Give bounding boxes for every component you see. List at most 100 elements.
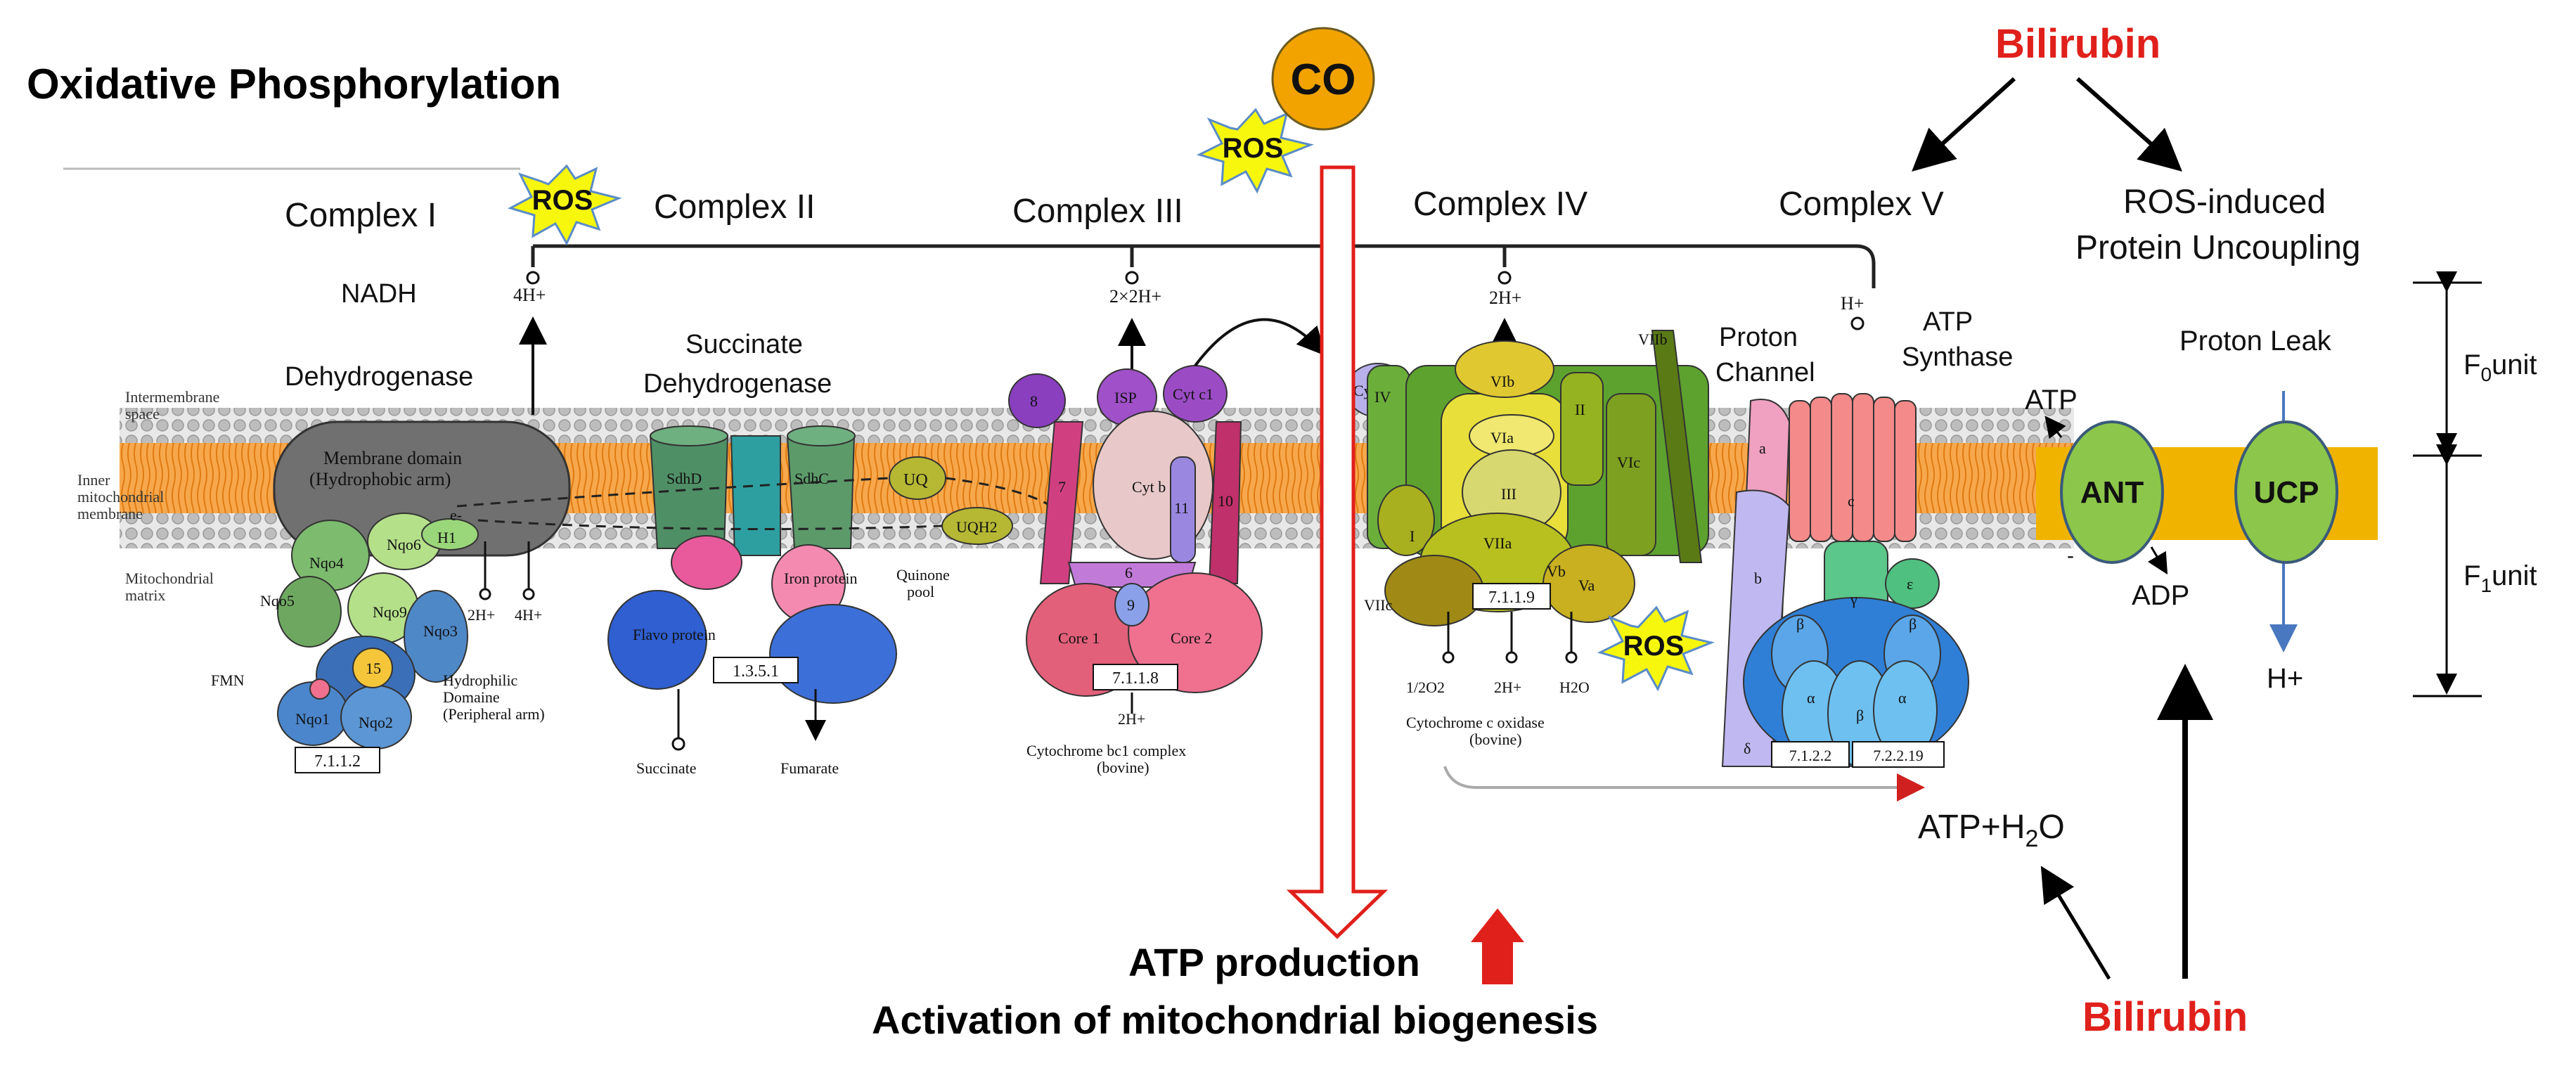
co-molecule: CO: [1271, 27, 1375, 131]
svg-text:8: 8: [1030, 392, 1038, 410]
svg-text:α: α: [1898, 689, 1907, 707]
nadh-label-2: Dehydrogenase: [285, 362, 473, 392]
svg-text:Iron protein: Iron protein: [784, 570, 857, 587]
svg-text:FMN: FMN: [211, 671, 245, 689]
activation-text: Activation of mitochondrial biogenesis: [872, 998, 1598, 1042]
svg-text:b: b: [1754, 570, 1762, 587]
svg-text:β: β: [1909, 615, 1917, 633]
svg-text:7.1.1.8: 7.1.1.8: [1112, 669, 1159, 688]
svg-text:1/2O2: 1/2O2: [1406, 678, 1445, 696]
svg-text:Core 1: Core 1: [1058, 629, 1100, 647]
svg-text:ROS: ROS: [1623, 631, 1685, 662]
svg-text:CO: CO: [1291, 56, 1356, 104]
proton-2x2h-c3: 2×2H+: [1109, 286, 1161, 307]
complex-4-graphic: IV III II VIb VIa VIIa Vb Va VIc VIIb VI…: [1364, 330, 1709, 748]
svg-text:β: β: [1856, 707, 1864, 724]
complex-5-graphic: Proton Channel ATP Synthase a b c γ ε α: [1443, 307, 2013, 802]
svg-text:e-: e-: [450, 506, 462, 524]
svg-text:Succinate: Succinate: [636, 759, 697, 777]
svg-text:VIIa: VIIa: [1483, 534, 1512, 552]
atp-synthase-2: Synthase: [1902, 342, 2013, 372]
svg-text:γ: γ: [1850, 591, 1857, 608]
proton-leak-label: Proton Leak: [2179, 326, 2332, 356]
ant-adp-arrow: [2147, 546, 2168, 575]
svg-text:UCP: UCP: [2254, 475, 2319, 510]
bilirubin-bottom: Bilirubin: [2082, 994, 2248, 1040]
svg-text:Cytochrome c oxidase(bovine): Cytochrome c oxidase(bovine): [1406, 714, 1545, 748]
proton-channel-2: Channel: [1715, 358, 1815, 387]
atp-small-label: ATP: [2025, 385, 2078, 416]
complex-3-label: Complex III: [1012, 193, 1183, 230]
proton-channel-1: Proton: [1719, 323, 1798, 352]
svg-text:Core 2: Core 2: [1171, 629, 1212, 647]
svg-text:2H+: 2H+: [468, 606, 495, 624]
svg-text:SdhD: SdhD: [666, 470, 702, 487]
svg-text:11: 11: [1174, 499, 1189, 517]
svg-text:1.3.5.1: 1.3.5.1: [733, 662, 779, 681]
svg-text:ROS: ROS: [1223, 133, 1284, 164]
minus-mark: -: [2067, 544, 2074, 567]
svg-text:7.2.2.19: 7.2.2.19: [1873, 747, 1924, 764]
svg-text:a: a: [1759, 439, 1766, 457]
svg-text:4H+: 4H+: [515, 606, 542, 624]
svg-text:Cytochrome bc1 complex(bovine): Cytochrome bc1 complex(bovine): [1026, 742, 1186, 776]
svg-text:c: c: [1848, 492, 1855, 510]
ant-atp-arrow: [2044, 416, 2066, 439]
svg-text:Flavo protein: Flavo protein: [633, 626, 716, 643]
svg-text:Nqo3: Nqo3: [423, 622, 458, 640]
succinate-label-1: Succinate: [685, 330, 803, 359]
svg-text:IV: IV: [1374, 388, 1391, 406]
complex-2-graphic: Succinate Dehydrogenase SdhD SdhC Iron p…: [607, 330, 897, 777]
hplus-label: H+: [2267, 663, 2303, 694]
complex-5-label: Complex V: [1779, 186, 1944, 223]
svg-text:10: 10: [1218, 492, 1233, 510]
svg-text:Nqo4: Nqo4: [309, 554, 344, 572]
svg-text:δ: δ: [1744, 740, 1751, 757]
svg-text:H2O: H2O: [1559, 678, 1590, 696]
page-title: Oxidative Phosphorylation: [27, 60, 561, 108]
bilirubin-to-complex5-arrow: [1912, 77, 2016, 172]
complex-2-label: Complex II: [654, 188, 815, 226]
complex-4-label: Complex IV: [1413, 186, 1588, 223]
atp-h2o-label: ATP+H2O: [1918, 809, 2065, 852]
ros-burst-complex-3: ROS: [1196, 108, 1314, 194]
f1-unit-label: F1unit: [2464, 560, 2537, 596]
svg-text:Membrane domain(Hydrophobic ar: Membrane domain(Hydrophobic arm): [309, 448, 462, 489]
svg-text:9: 9: [1127, 596, 1135, 614]
svg-text:7.1.2.2: 7.1.2.2: [1789, 747, 1832, 764]
svg-text:Nqo9: Nqo9: [373, 603, 407, 621]
atp-production-text: ATP production: [1128, 940, 1420, 984]
svg-text:UQ: UQ: [903, 471, 928, 489]
proton-4h-c1: 4H+: [513, 285, 546, 305]
bilirubin-to-atp-arrow: [2040, 866, 2111, 980]
succinate-label-2: Dehydrogenase: [643, 369, 832, 399]
svg-text:SdhC: SdhC: [794, 470, 829, 487]
svg-text:UQH2: UQH2: [956, 518, 998, 536]
svg-text:Nqo1: Nqo1: [295, 710, 330, 728]
svg-text:ISP: ISP: [1114, 389, 1137, 406]
svg-text:2H+: 2H+: [1494, 678, 1521, 696]
svg-text:α: α: [1807, 689, 1815, 707]
increase-arrow-icon: [1471, 908, 1524, 984]
svg-text:VIc: VIc: [1617, 454, 1640, 471]
proton-pump-line: [531, 244, 1876, 288]
svg-text:Vb: Vb: [1547, 562, 1566, 580]
svg-text:7: 7: [1058, 478, 1066, 496]
ant-transporter: ANT: [2060, 420, 2164, 564]
svg-text:Cyt b: Cyt b: [1132, 478, 1166, 496]
svg-text:7.1.1.2: 7.1.1.2: [314, 752, 361, 771]
proton-2h-c4: 2H+: [1489, 288, 1521, 308]
svg-text:VIIc: VIIc: [1364, 596, 1393, 614]
complex-3-graphic: 8 ISP Cyt c1 Cyt b 7 10 11 6 9 Core 1 Co…: [1008, 318, 1326, 776]
svg-text:Cyt c1: Cyt c1: [1173, 385, 1213, 403]
bilirubin-top: Bilirubin: [1995, 21, 2160, 67]
svg-text:6: 6: [1125, 564, 1133, 581]
complex-1-label: Complex I: [285, 197, 437, 234]
ucp-transporter: UCP: [2234, 420, 2338, 564]
svg-text:VIIb: VIIb: [1638, 330, 1668, 348]
